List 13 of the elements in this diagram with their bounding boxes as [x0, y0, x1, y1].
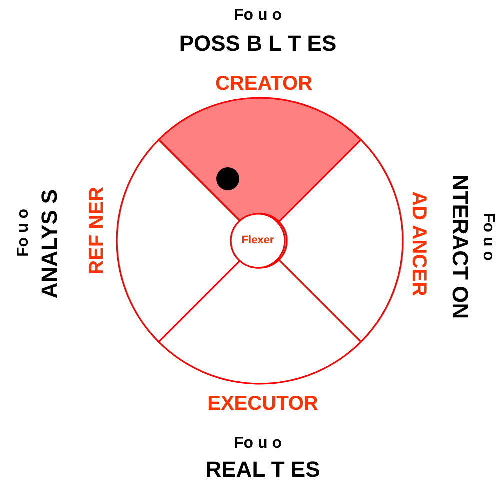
focus-heading: POSS B L T ES [179, 33, 337, 55]
focus-heading: NTERACT ON [449, 174, 471, 320]
focus-heading: REAL T ES [206, 459, 320, 481]
focus-heading: ANALYS S [39, 189, 61, 299]
focus-caption: Fo u o [234, 8, 282, 24]
quadrant-label: AD ANCER [409, 192, 429, 296]
center-label: Flexer [242, 236, 274, 246]
focus-caption: Fo u o [16, 209, 32, 257]
quadrant-label: CREATOR [215, 74, 313, 94]
focus-caption: Fo u o [480, 213, 496, 261]
quadrant-label: EXECUTOR [208, 394, 318, 414]
focus-caption: Fo u o [234, 436, 282, 452]
quadrant-label: REF NER [87, 187, 107, 275]
